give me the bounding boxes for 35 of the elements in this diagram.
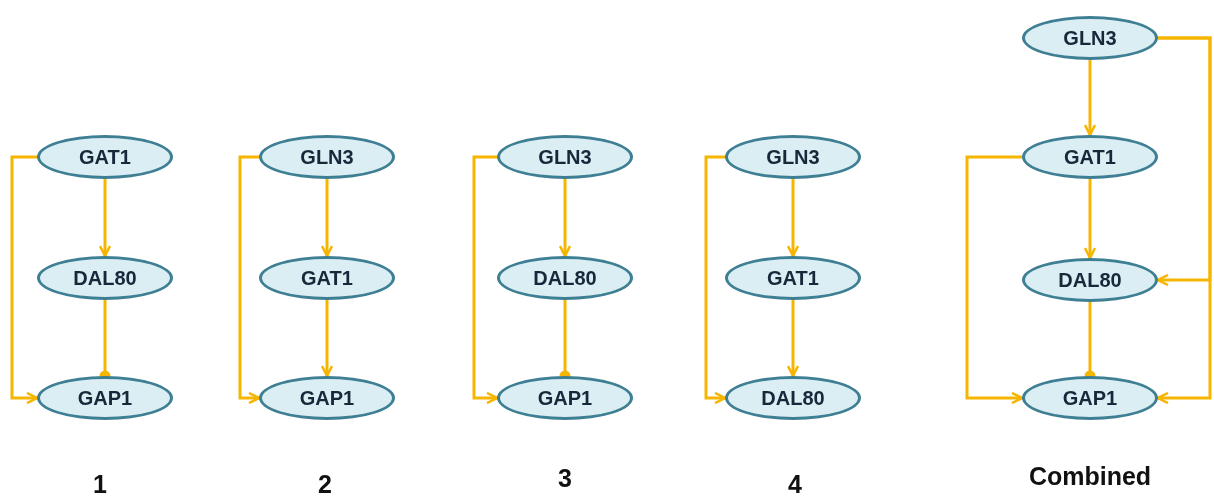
panel-label: 3 xyxy=(558,464,572,493)
panel-label: 2 xyxy=(318,470,332,499)
panel-label: Combined xyxy=(1028,462,1152,491)
arrow xyxy=(965,155,1024,405)
gene-label: GAP1 xyxy=(537,386,593,410)
gene-label: GAP1 xyxy=(1062,386,1118,410)
arrow xyxy=(558,179,572,258)
gene-label: GAT1 xyxy=(1064,145,1116,169)
arrow xyxy=(10,155,39,405)
gene-label: GAT1 xyxy=(767,266,819,290)
arrow xyxy=(238,155,261,405)
arrow xyxy=(1083,179,1097,260)
arrow xyxy=(786,300,800,378)
arrow xyxy=(320,179,334,258)
gene-label: DAL80 xyxy=(533,266,597,290)
gene-label: DAL80 xyxy=(1058,268,1122,292)
gene-label: GLN3 xyxy=(1063,26,1117,50)
gene-label: GLN3 xyxy=(766,145,820,169)
gene-label: DAL80 xyxy=(761,386,825,410)
gene-label: GLN3 xyxy=(300,145,354,169)
gene-label: GAP1 xyxy=(77,386,133,410)
arrow xyxy=(1156,36,1212,405)
arrow xyxy=(320,300,334,378)
panel-label: 4 xyxy=(788,470,802,499)
gene-label: GLN3 xyxy=(538,145,592,169)
gene-label: GAT1 xyxy=(79,145,131,169)
gene-label: GAP1 xyxy=(299,386,355,410)
arrow xyxy=(704,155,727,405)
arrow xyxy=(472,155,499,405)
arrow xyxy=(1083,60,1097,137)
gene-label: DAL80 xyxy=(73,266,137,290)
arrow xyxy=(98,179,112,258)
panel-label: 1 xyxy=(93,470,107,499)
gene-label: GAT1 xyxy=(301,266,353,290)
arrow xyxy=(786,179,800,258)
